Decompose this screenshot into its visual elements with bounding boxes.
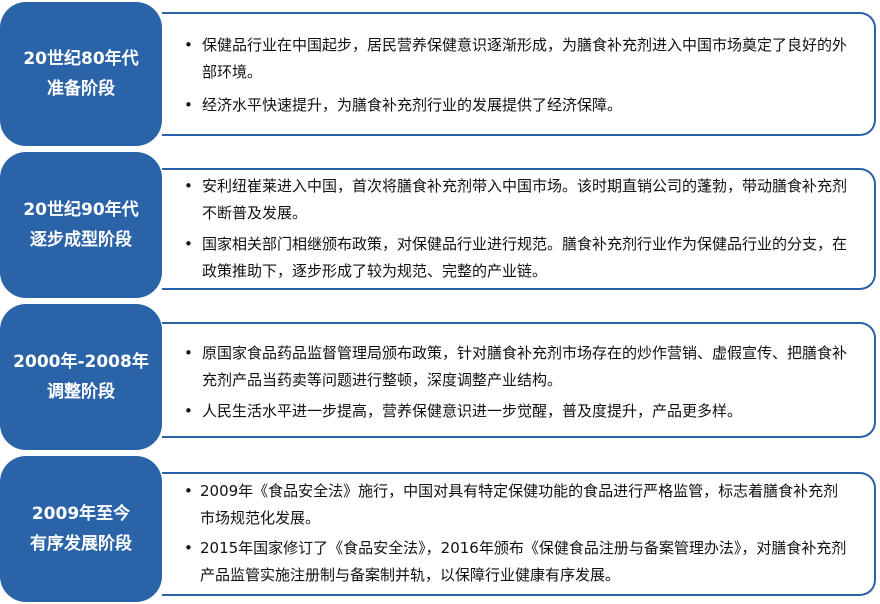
bullet-item: • 安利纽崔莱进入中国，首次将膳食补充剂带入中国市场。该时期直销公司的蓬勃，带动膳…: [162, 173, 874, 227]
bullet-dot: •: [184, 36, 193, 54]
bullet-text: 国家相关部门相继颁布政策，对保健品行业进行规范。膳食补充剂行业作为保健品行业的分…: [202, 235, 848, 280]
bullet-item: • 人民生活水平进一步提高，营养保健意识进一步觉醒，普及度提升，产品更多样。: [162, 398, 874, 425]
bullet-item: • 经济水平快速提升，为膳食补充剂行业的发展提供了经济保障。: [162, 92, 874, 119]
stage-content-2009-present: • 2009年《食品安全法》施行，中国对具有特定保健功能的食品进行严格监管，标志着…: [162, 472, 876, 596]
stage-row-1980s: 20世纪80年代 准备阶段 • 保健品行业在中国起步，居民营养保健意识逐渐形成，为…: [0, 2, 880, 146]
stage-row-2009-present: 2009年至今 有序发展阶段 • 2009年《食品安全法》施行，中国对具有特定保健…: [0, 456, 880, 602]
bullet-dot: •: [184, 539, 193, 557]
stage-subtitle-line: 逐步成型阶段: [30, 230, 132, 250]
bullet-item: • 保健品行业在中国起步，居民营养保健意识逐渐形成，为膳食补充剂进入中国市场奠定了…: [162, 32, 874, 86]
bullet-text: 原国家食品药品监督管理局颁布政策，针对膳食补充剂市场存在的炒作营销、虚假宣传、把…: [202, 344, 848, 389]
stage-label-1980s: 20世纪80年代 准备阶段: [0, 2, 162, 146]
bullet-text: 保健品行业在中国起步，居民营养保健意识逐渐形成，为膳食补充剂进入中国市场奠定了良…: [202, 36, 848, 81]
stage-content-2000-2008: • 原国家食品药品监督管理局颁布政策，针对膳食补充剂市场存在的炒作营销、虚假宣传、…: [162, 322, 876, 438]
stage-title-line: 20世纪80年代: [23, 49, 139, 69]
bullet-item: • 2009年《食品安全法》施行，中国对具有特定保健功能的食品进行严格监管，标志着…: [162, 478, 874, 532]
stage-subtitle-line: 有序发展阶段: [30, 534, 132, 554]
stage-label-1990s: 20世纪90年代 逐步成型阶段: [0, 152, 162, 298]
bullet-dot: •: [184, 344, 193, 362]
bullet-text: 2015年国家修订了《食品安全法》，2016年颁布《保健食品注册与备案管理办法》…: [200, 539, 847, 584]
stage-content-1990s: • 安利纽崔莱进入中国，首次将膳食补充剂带入中国市场。该时期直销公司的蓬勃，带动膳…: [162, 168, 876, 290]
stage-subtitle-line: 准备阶段: [47, 79, 115, 99]
stage-title-line: 2009年至今: [31, 504, 131, 524]
bullet-dot: •: [184, 402, 193, 420]
bullet-dot: •: [184, 482, 193, 500]
stage-label-2000-2008: 2000年-2008年 调整阶段: [0, 304, 162, 450]
bullet-text: 经济水平快速提升，为膳食补充剂行业的发展提供了经济保障。: [202, 96, 623, 114]
stage-title-line: 20世纪90年代: [23, 200, 139, 220]
bullet-dot: •: [184, 235, 193, 253]
bullet-item: • 2015年国家修订了《食品安全法》，2016年颁布《保健食品注册与备案管理办法…: [162, 535, 874, 589]
stage-label-2009-present: 2009年至今 有序发展阶段: [0, 456, 162, 602]
bullet-text: 人民生活水平进一步提高，营养保健意识进一步觉醒，普及度提升，产品更多样。: [202, 402, 743, 420]
bullet-dot: •: [184, 177, 193, 195]
bullet-text: 安利纽崔莱进入中国，首次将膳食补充剂带入中国市场。该时期直销公司的蓬勃，带动膳食…: [202, 177, 848, 222]
bullet-item: • 国家相关部门相继颁布政策，对保健品行业进行规范。膳食补充剂行业作为保健品行业的…: [162, 231, 874, 285]
bullet-text: 2009年《食品安全法》施行，中国对具有特定保健功能的食品进行严格监管，标志着膳…: [200, 482, 839, 527]
stage-row-1990s: 20世纪90年代 逐步成型阶段 • 安利纽崔莱进入中国，首次将膳食补充剂带入中国市…: [0, 152, 880, 298]
bullet-dot: •: [184, 96, 193, 114]
stage-row-2000-2008: 2000年-2008年 调整阶段 • 原国家食品药品监督管理局颁布政策，针对膳食补…: [0, 304, 880, 450]
stage-title-line: 2000年-2008年: [13, 352, 149, 372]
bullet-item: • 原国家食品药品监督管理局颁布政策，针对膳食补充剂市场存在的炒作营销、虚假宣传、…: [162, 340, 874, 394]
stage-content-1980s: • 保健品行业在中国起步，居民营养保健意识逐渐形成，为膳食补充剂进入中国市场奠定了…: [162, 12, 876, 136]
stage-subtitle-line: 调整阶段: [47, 382, 115, 402]
